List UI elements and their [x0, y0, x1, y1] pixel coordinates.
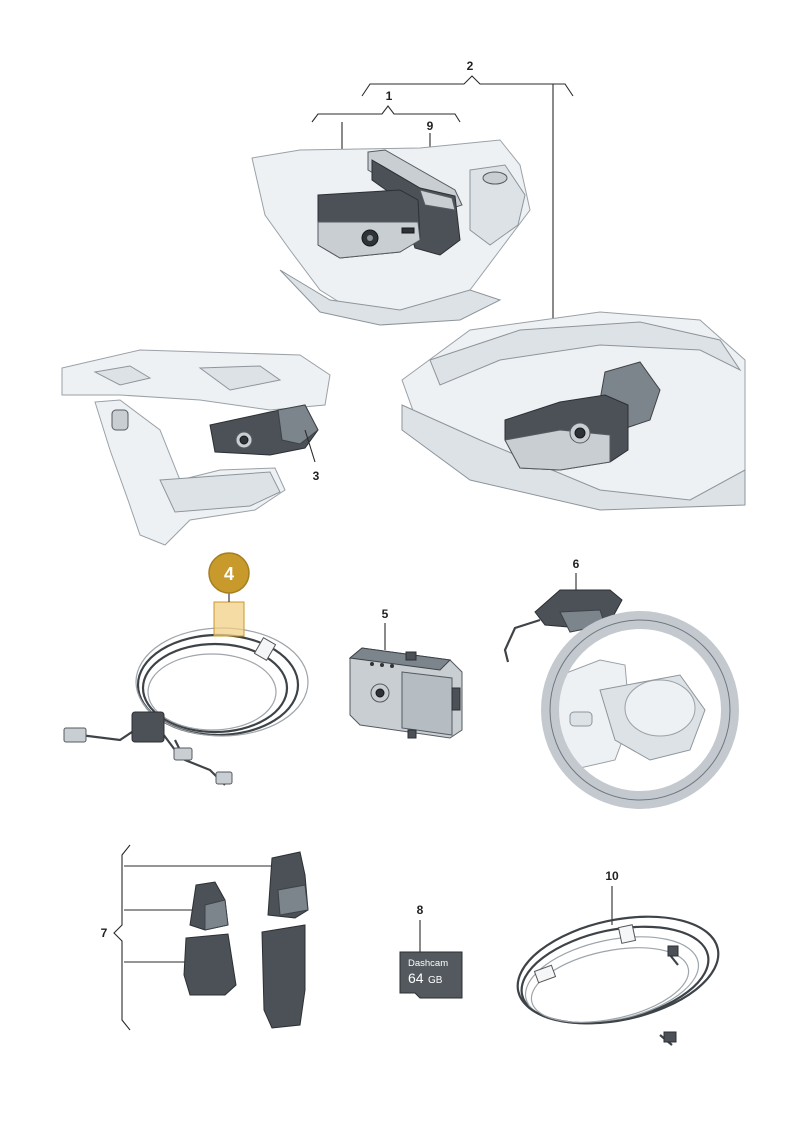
callout-4-label: 4: [224, 564, 234, 584]
sd-card-unit: GB: [428, 975, 443, 986]
callout-8-label: 8: [417, 903, 424, 917]
cable-illustration: [516, 915, 720, 1046]
callout-9-label: 9: [427, 119, 434, 133]
callout-3-label: 3: [313, 469, 320, 483]
trim-covers-illustration: [183, 851, 309, 1029]
callout-6-label: 6: [573, 557, 580, 571]
callout-7-bracket: [113, 844, 275, 1031]
wiring-harness-illustration: [63, 627, 309, 786]
windshield-camera-scene: [401, 311, 746, 511]
sd-card-brand: Dashcam: [408, 958, 448, 969]
steering-wheel-camera-illustration: [503, 589, 739, 809]
callout-10-label: 10: [605, 869, 619, 883]
callout-7-label: 7: [101, 926, 108, 940]
callout-1-label: 1: [386, 89, 393, 103]
control-unit-illustration: [348, 647, 463, 739]
highlight-box: [213, 601, 245, 637]
sd-card-capacity: 64: [408, 970, 424, 986]
sd-card-illustration: Dashcam 64 GB: [399, 951, 463, 999]
interior-console-scene: [61, 349, 331, 546]
windshield-mount-scene: [251, 139, 531, 326]
callout-3-leader: [304, 429, 316, 463]
callout-2-label: 2: [467, 59, 474, 73]
callout-4-badge[interactable]: 4: [208, 552, 250, 594]
callout-5-label: 5: [382, 607, 389, 621]
